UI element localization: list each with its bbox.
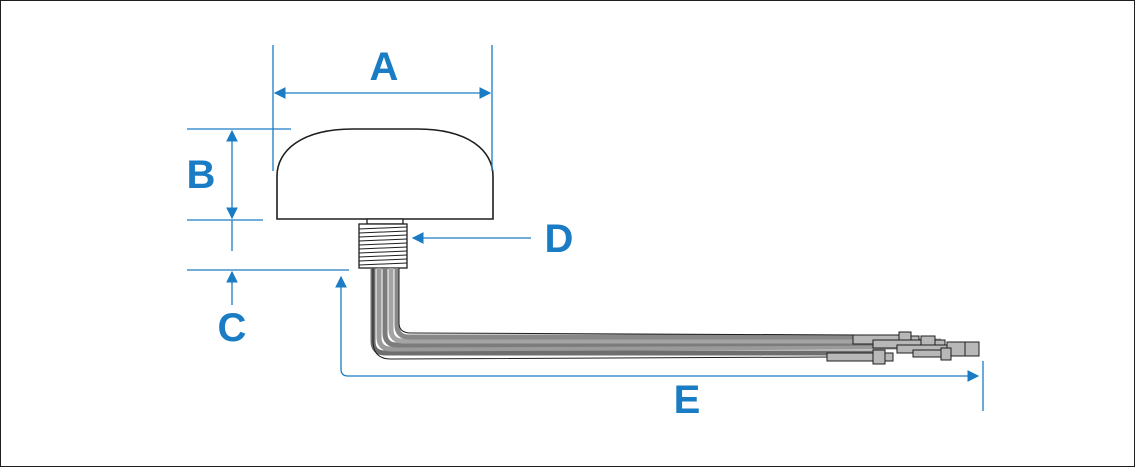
dimension-a [272, 45, 493, 171]
dimension-label-e: E [674, 378, 701, 422]
dimension-e [335, 275, 984, 411]
dimension-label-c: C [218, 306, 247, 350]
dimension-label-a: A [370, 45, 399, 89]
threaded-mount [358, 218, 408, 269]
connector [912, 347, 952, 361]
dimension-label-d: D [545, 217, 574, 261]
antenna-dome [276, 128, 494, 220]
dimension-b [187, 128, 291, 221]
dimension-label-b: B [187, 153, 216, 197]
dimension-c [187, 220, 349, 305]
cable-bundle [370, 268, 941, 360]
